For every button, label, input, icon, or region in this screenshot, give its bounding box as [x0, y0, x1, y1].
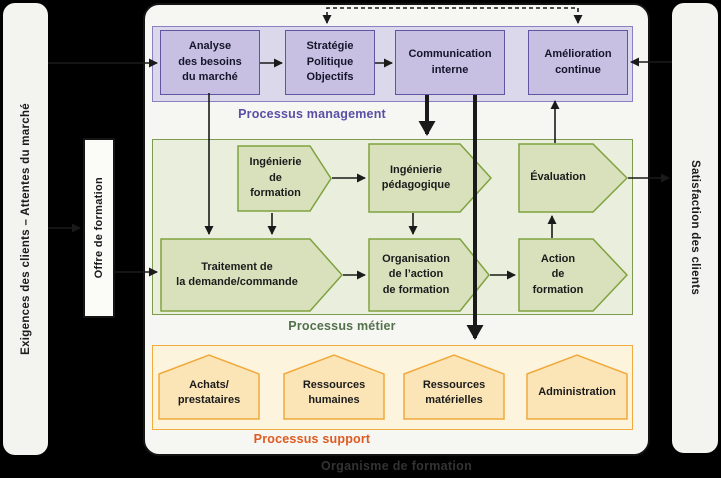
chevron-shape — [237, 145, 332, 212]
box-achats-prestataires-label: Achats/ prestataires — [177, 378, 241, 406]
box-ressources-humaines-label: Ressources humaines — [302, 378, 366, 406]
box-evaluation: Évaluation — [518, 143, 628, 213]
chevron-shape — [160, 238, 343, 312]
house-shape — [403, 354, 505, 420]
chevron-shape — [518, 238, 628, 312]
client-requirements-label: Exigences des clients – Attentes du marc… — [19, 103, 32, 355]
box-organisation-action-label: Organisation de l’action de formation — [382, 252, 450, 296]
box-ressources-materielles-label: Ressources matérielles — [422, 378, 486, 406]
box-analyse-besoins: Analyse des besoins du marché — [160, 30, 260, 95]
box-evaluation-label: Évaluation — [530, 171, 586, 184]
client-satisfaction-label: Satisfaction des clients — [689, 160, 701, 296]
support-zone-label: Processus support — [253, 432, 371, 446]
box-ingenierie-formation-label: Ingénierie de formation — [249, 156, 302, 200]
box-ressources-humaines: Ressources humaines — [283, 354, 385, 420]
metier-zone-label: Processus métier — [288, 319, 396, 333]
box-administration-label: Administration — [538, 386, 616, 399]
management-zone-label: Processus management — [238, 107, 386, 121]
client-requirements-bar: Exigences des clients – Attentes du marc… — [3, 3, 48, 455]
training-offer-box: Offre de formation — [83, 138, 115, 318]
box-achats-prestataires: Achats/ prestataires — [158, 354, 260, 420]
client-satisfaction-bar: Satisfaction des clients — [672, 3, 718, 453]
box-ressources-materielles: Ressources matérielles — [403, 354, 505, 420]
box-action-formation: Action de formation — [518, 238, 628, 312]
box-action-formation-label: Action de formation — [532, 252, 584, 296]
house-shape — [283, 354, 385, 420]
box-amelioration-continue: Amélioration continue — [528, 30, 628, 95]
box-organisation-action: Organisation de l’action de formation — [368, 238, 490, 312]
training-offer-label: Offre de formation — [93, 177, 105, 279]
box-strategie-politique: Stratégie Politique Objectifs — [285, 30, 375, 95]
box-ingenierie-formation: Ingénierie de formation — [237, 145, 332, 212]
box-traitement-demande-label: Traitement de la demande/commande — [176, 260, 298, 288]
diagram-title: Organisme de formation — [320, 459, 473, 473]
chevron-shape — [518, 143, 628, 213]
box-ingenierie-pedagogique-label: Ingénierie pédagogique — [381, 163, 451, 191]
box-traitement-demande: Traitement de la demande/commande — [160, 238, 343, 312]
house-shape — [526, 354, 628, 420]
box-administration: Administration — [526, 354, 628, 420]
house-shape — [158, 354, 260, 420]
box-communication-interne: Communication interne — [395, 30, 505, 95]
box-ingenierie-pedagogique: Ingénierie pédagogique — [368, 143, 492, 213]
